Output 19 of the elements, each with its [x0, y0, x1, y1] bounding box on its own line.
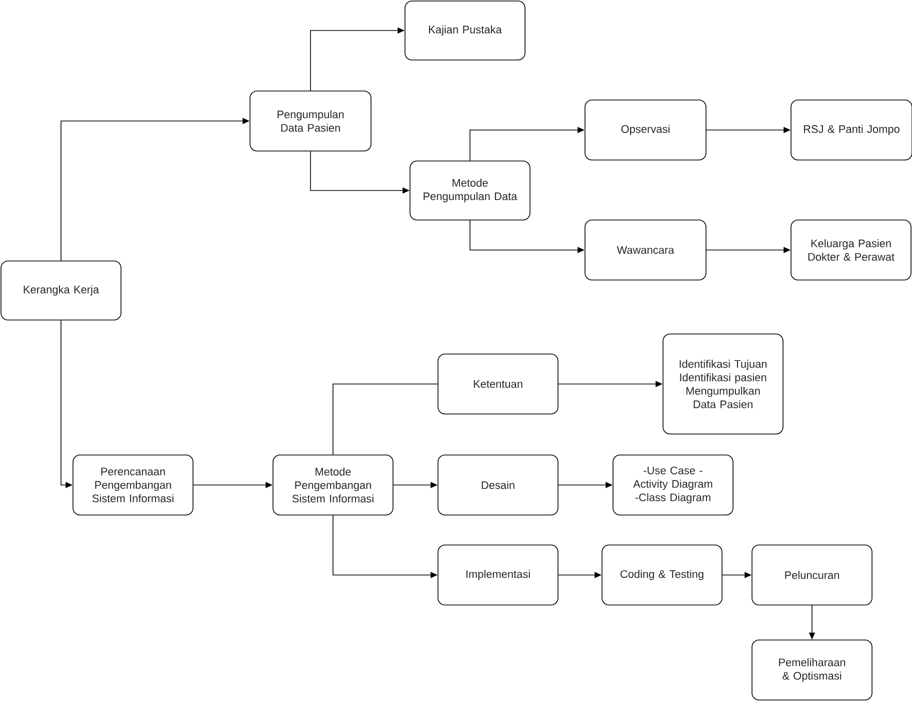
process-box: Desain	[438, 454, 558, 516]
process-box: Ketentuan	[438, 354, 558, 414]
process-box: Opservasi	[584, 100, 706, 160]
process-box: Implementasi	[438, 544, 558, 606]
process-box: Metode Pengumpulan Data	[410, 160, 530, 220]
process-box: Kerangka Kerja	[0, 260, 122, 320]
process-box: Coding & Testing	[602, 544, 722, 606]
process-box: Pengumpulan Data Pasien	[250, 90, 372, 152]
connector-line	[332, 384, 438, 455]
process-box: Keluarga Pasien Dokter & Perawat	[790, 220, 912, 280]
process-box: Pemeliharaan & Optismasi	[752, 640, 872, 700]
process-box: -Use Case -Activity Diagram -Class Diagram	[612, 454, 734, 516]
process-box: Wawancara	[584, 220, 706, 280]
process-box: Perencanaan Pengembangan Sistem Informasi	[72, 454, 194, 516]
process-box: Kajian Pustaka	[404, 0, 526, 60]
process-box: RSJ & Panti Jompo	[790, 100, 912, 160]
process-box: Peluncuran	[752, 544, 872, 606]
process-box: Identifikasi Tujuan Identifikasi pasien Mengumpulkan Data Pasien	[662, 334, 784, 434]
process-box: Metode Pengembangan Sistem Informasi	[272, 454, 394, 516]
